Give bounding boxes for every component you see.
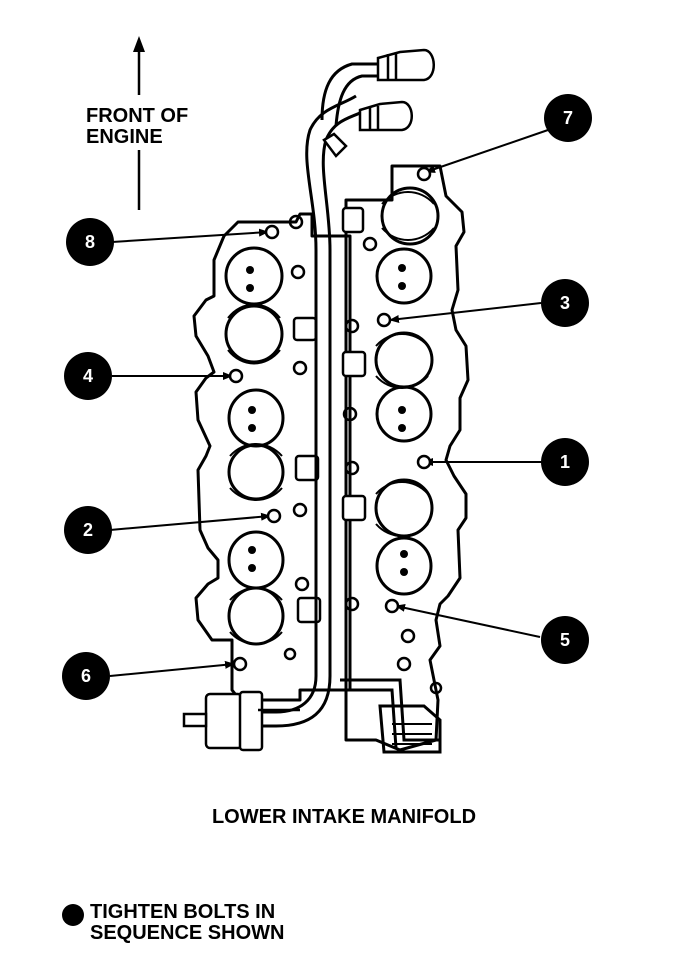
right-intake-ports (374, 186, 440, 596)
leader-2 (109, 512, 271, 531)
front-label-line-2: ENGINE (86, 126, 163, 148)
manifold-hardware (283, 214, 443, 695)
legend-line-1: TIGHTEN BOLTS IN (90, 901, 276, 923)
callout-badge-2: 2 (64, 506, 112, 554)
callout-leaders (109, 129, 549, 677)
svg-text:7: 7 (563, 108, 573, 128)
leader-7 (425, 129, 549, 173)
leader-8 (111, 228, 269, 243)
fuel-rail (240, 62, 440, 749)
callout-badge-5: 5 (541, 616, 589, 664)
svg-text:1: 1 (560, 452, 570, 472)
injector-sockets (292, 206, 367, 624)
svg-text:8: 8 (85, 232, 95, 252)
leader-6 (109, 660, 235, 677)
svg-text:6: 6 (81, 666, 91, 686)
callout-badge-7: 7 (544, 94, 592, 142)
left-intake-ports (224, 246, 285, 646)
manifold-base (378, 704, 442, 754)
callout-badges: 1 2 3 4 5 6 7 8 (62, 94, 592, 700)
svg-text:5: 5 (560, 630, 570, 650)
port-markers (246, 264, 408, 576)
svg-text:3: 3 (560, 293, 570, 313)
callout-badge-6: 6 (62, 652, 110, 700)
callout-badge-8: 8 (66, 218, 114, 266)
front-of-engine-label: FRONT OF ENGINE (86, 106, 188, 148)
callout-badge-1: 1 (541, 438, 589, 486)
manifold-body (192, 164, 470, 752)
leader-3 (389, 302, 542, 323)
svg-text:4: 4 (83, 366, 93, 386)
pressure-regulator (182, 690, 300, 752)
legend: TIGHTEN BOLTS IN SEQUENCE SHOWN (62, 902, 284, 944)
legend-text: TIGHTEN BOLTS IN SEQUENCE SHOWN (90, 902, 284, 944)
fuel-line-fittings (322, 48, 435, 158)
front-arrow (133, 36, 145, 210)
front-label-line-1: FRONT OF (86, 105, 189, 127)
callout-badge-3: 3 (541, 279, 589, 327)
leader-5 (395, 603, 541, 638)
legend-dot-icon (62, 904, 84, 926)
callout-badge-4: 4 (64, 352, 112, 400)
legend-line-2: SEQUENCE SHOWN (90, 922, 285, 944)
diagram-caption: LOWER INTAKE MANIFOLD (211, 806, 477, 828)
bolt-holes (228, 166, 432, 672)
svg-text:2: 2 (83, 520, 93, 540)
